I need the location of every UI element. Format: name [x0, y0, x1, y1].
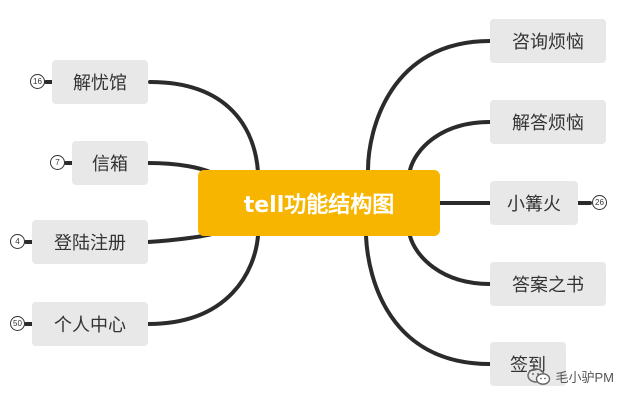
node-label: 答案之书: [512, 275, 584, 296]
node-zixun-fannao[interactable]: 咨询烦恼: [490, 19, 606, 63]
central-topic[interactable]: tell功能结构图: [198, 170, 440, 236]
node-xiaogouhuo[interactable]: 小篝火: [490, 181, 578, 225]
link-gerenzhongxin: [146, 234, 260, 326]
node-geren-zhongxin[interactable]: 个人中心: [32, 302, 148, 346]
node-denglu-zhuce[interactable]: 登陆注册: [32, 220, 148, 264]
count-badge: 7: [50, 155, 65, 170]
link-qiandao: [364, 234, 492, 366]
node-label: 信箱: [92, 154, 128, 175]
node-label: 咨询烦恼: [512, 32, 584, 53]
node-jieda-fannao[interactable]: 解答烦恼: [490, 100, 606, 144]
node-label: 解答烦恼: [512, 113, 584, 134]
link-daan: [408, 234, 492, 286]
link-jieyouguan: [148, 80, 260, 174]
node-label: 个人中心: [54, 315, 126, 336]
node-jieyouguan[interactable]: 解忧馆: [52, 60, 148, 104]
node-qiandao[interactable]: 签到: [490, 342, 566, 386]
count-badge: 16: [30, 74, 45, 89]
watermark-text: 毛小驴PM: [555, 370, 614, 385]
link-zixun: [366, 39, 492, 172]
count-badge: 26: [592, 195, 607, 210]
watermark: 毛小驴PM: [527, 367, 614, 386]
count-badge: 4: [10, 234, 25, 249]
node-daan-zhishu[interactable]: 答案之书: [490, 262, 606, 306]
link-jieda: [408, 120, 492, 172]
node-label: 解忧馆: [73, 73, 127, 94]
count-badge: 50: [10, 316, 25, 331]
node-label: 签到: [510, 355, 546, 376]
node-label: 小篝火: [507, 194, 561, 215]
node-xinxiang[interactable]: 信箱: [72, 141, 148, 185]
wechat-icon: [527, 367, 551, 385]
node-label: 登陆注册: [54, 233, 126, 254]
